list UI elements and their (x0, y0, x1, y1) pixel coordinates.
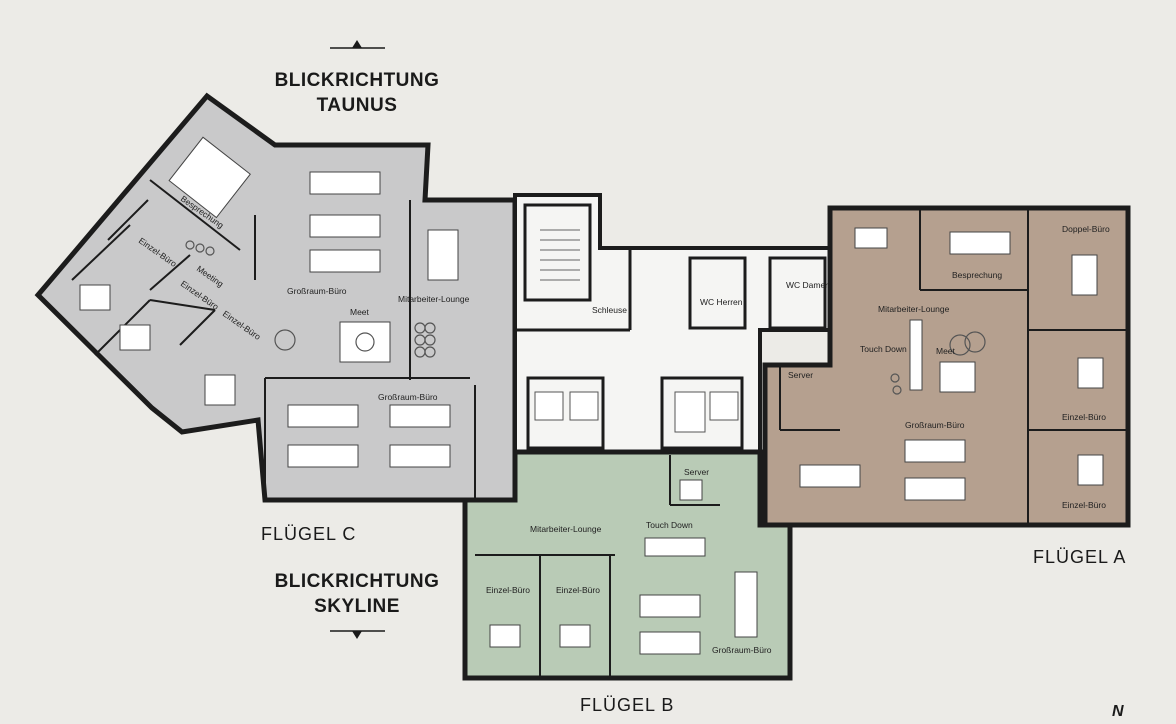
core-walls (515, 203, 827, 450)
view-label-south: BLICKRICHTUNG SKYLINE (257, 569, 457, 619)
room-label-c-lounge: Mitarbeiter-Lounge (398, 294, 470, 304)
room-label-c-grossraum-bottom: Großraum-Büro (378, 392, 438, 402)
room-label-a-einzel-1: Einzel-Büro (1062, 412, 1106, 422)
north-arrow (330, 40, 385, 49)
view-label-north-line1: BLICKRICHTUNG (274, 70, 440, 91)
view-label-north-line2: TAUNUS (316, 95, 398, 116)
room-label-a-meet: Meet (936, 346, 956, 356)
wing-b-walls (475, 455, 720, 678)
room-label-c-meet: Meet (350, 307, 370, 317)
wing-c-desks (79, 136, 459, 468)
wing-c-floor (34, 92, 518, 503)
south-arrow (330, 630, 385, 639)
wing-a: Doppel-Büro Besprechung Mitarbeiter-Loun… (762, 205, 1131, 528)
room-label-b-server: Server (684, 467, 709, 477)
wing-c: Besprechung Einzel-Büro Meeting Einzel-B… (34, 92, 518, 503)
room-label-core-schleuse: Schleuse (592, 305, 627, 315)
stairwell (540, 229, 580, 281)
room-label-b-einzel-2: Einzel-Büro (556, 585, 600, 595)
wing-c-chairs (185, 240, 436, 358)
wing-b-desks (489, 479, 758, 655)
elevators (534, 391, 739, 433)
room-label-b-grossraum: Großraum-Büro (712, 645, 772, 655)
room-label-b-einzel-1: Einzel-Büro (486, 585, 530, 595)
room-label-a-doppel: Doppel-Büro (1062, 224, 1110, 234)
wing-c-walls (71, 179, 476, 500)
view-label-south-line2: SKYLINE (314, 596, 400, 617)
wing-b: Server Mitarbeiter-Lounge Touch Down Ein… (462, 449, 793, 681)
wing-a-walls (779, 210, 1128, 525)
room-label-a-touchdown: Touch Down (860, 344, 907, 354)
room-label-a-besprechung: Besprechung (952, 270, 1002, 280)
wing-label-c: FLÜGEL C (261, 524, 357, 544)
view-label-north: BLICKRICHTUNG TAUNUS (257, 68, 457, 118)
core: Schleuse WC Herren WC Damen (513, 193, 852, 502)
room-label-core-wc-damen: WC Damen (786, 280, 830, 290)
view-label-south-line1: BLICKRICHTUNG (274, 571, 440, 592)
room-label-a-einzel-2: Einzel-Büro (1062, 500, 1106, 510)
room-label-b-lounge: Mitarbeiter-Lounge (530, 524, 602, 534)
wing-label-a: FLÜGEL A (1033, 547, 1127, 567)
wing-a-desks (799, 227, 1104, 501)
room-label-a-lounge: Mitarbeiter-Lounge (878, 304, 950, 314)
room-label-core-wc-herren: WC Herren (700, 297, 743, 307)
wing-label-b: FLÜGEL B (580, 695, 675, 715)
room-label-c-grossraum-top: Großraum-Büro (287, 286, 347, 296)
room-label-b-touchdown: Touch Down (646, 520, 693, 530)
wing-b-floor (462, 449, 793, 681)
room-label-a-server: Server (788, 370, 813, 380)
room-label-a-grossraum: Großraum-Büro (905, 420, 965, 430)
wing-a-chairs (890, 331, 986, 395)
compass-label: N (1112, 703, 1125, 720)
